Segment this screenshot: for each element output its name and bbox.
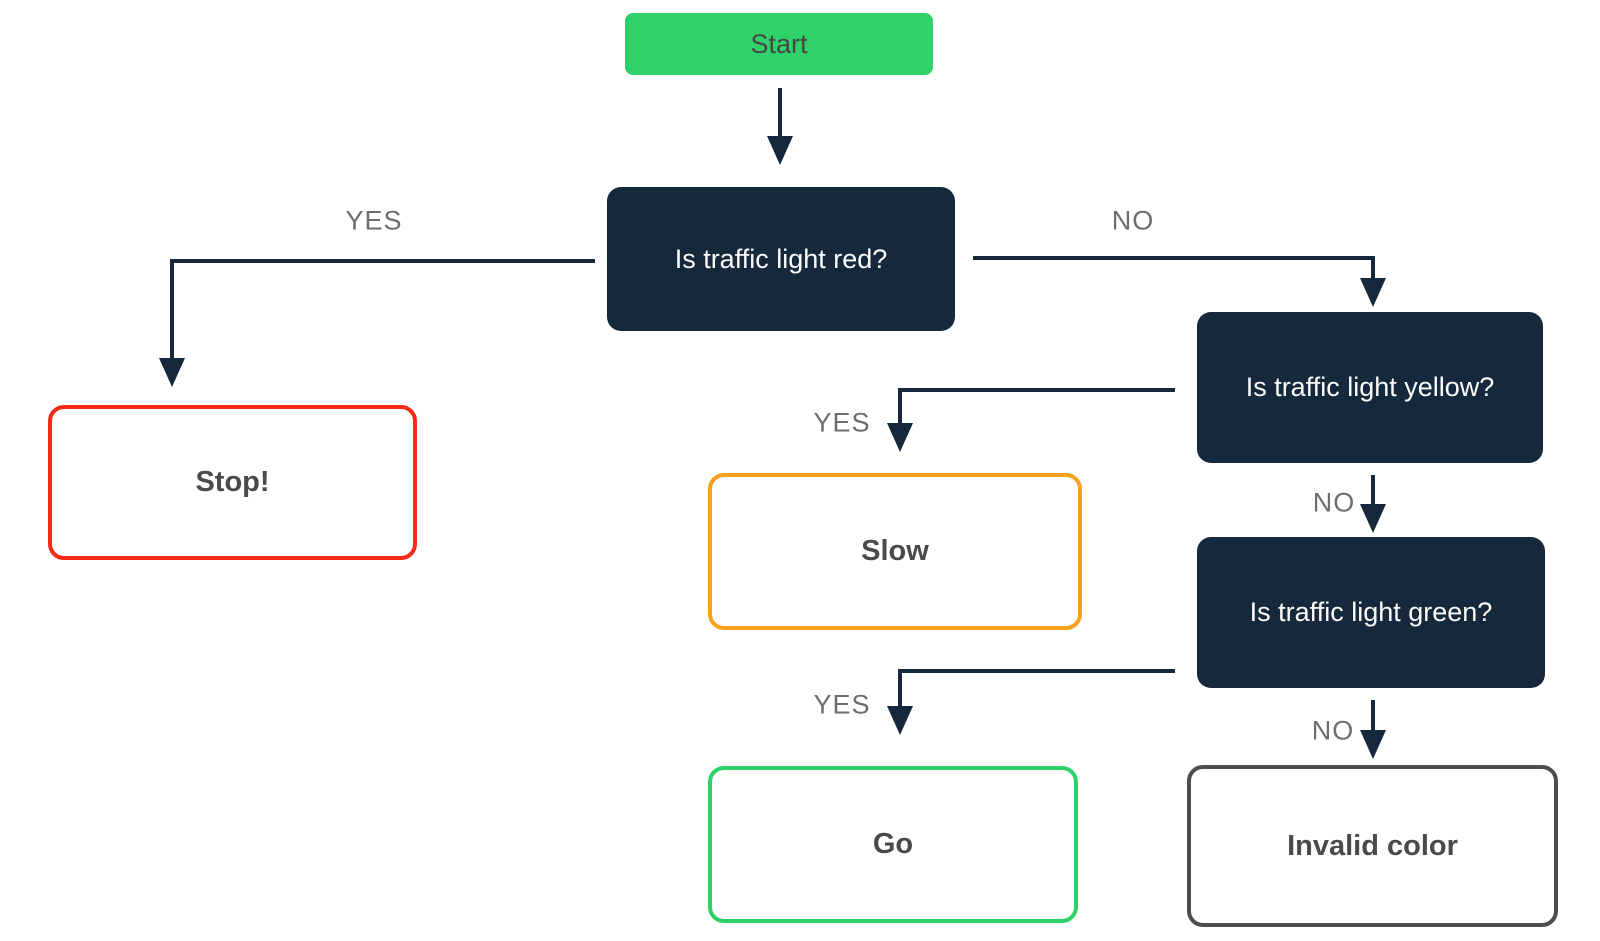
edge-label-yellow-yes: YES	[813, 407, 871, 438]
connector-green-no-vertical	[1371, 700, 1375, 732]
arrowhead-green-yes	[887, 706, 913, 735]
node-outcome-slow: Slow	[708, 473, 1082, 630]
node-question-red: Is traffic light red?	[607, 187, 955, 331]
connector-red-no-vertical	[1371, 256, 1375, 281]
connector-yellow-yes-horizontal	[898, 388, 1175, 392]
arrowhead-yellow-yes	[887, 423, 913, 452]
node-outcome-stop: Stop!	[48, 405, 417, 560]
connector-red-yes-vertical	[170, 259, 174, 360]
connector-red-no-horizontal	[973, 256, 1375, 260]
edge-label-red-no: NO	[1111, 205, 1155, 236]
connector-green-yes-vertical	[898, 669, 902, 708]
connector-green-yes-horizontal	[898, 669, 1175, 673]
arrowhead-yellow-no	[1360, 504, 1386, 533]
arrowhead-start-to-red	[767, 136, 793, 165]
edge-label-green-no: NO	[1311, 715, 1355, 746]
arrowhead-red-yes	[159, 358, 185, 387]
edge-label-yellow-no: NO	[1312, 487, 1356, 518]
connector-start-to-red-shaft	[778, 88, 782, 138]
node-question-yellow: Is traffic light yellow?	[1197, 312, 1543, 463]
connector-red-yes-horizontal	[170, 259, 595, 263]
connector-yellow-yes-vertical	[898, 388, 902, 425]
connector-yellow-no-vertical	[1371, 475, 1375, 506]
node-outcome-go: Go	[708, 766, 1078, 923]
arrowhead-red-no	[1360, 278, 1386, 307]
arrowhead-green-no	[1360, 730, 1386, 759]
node-question-green: Is traffic light green?	[1197, 537, 1545, 688]
node-outcome-invalid: Invalid color	[1187, 765, 1558, 927]
edge-label-red-yes: YES	[345, 205, 403, 236]
edge-label-green-yes: YES	[813, 689, 871, 720]
node-start: Start	[625, 13, 933, 75]
